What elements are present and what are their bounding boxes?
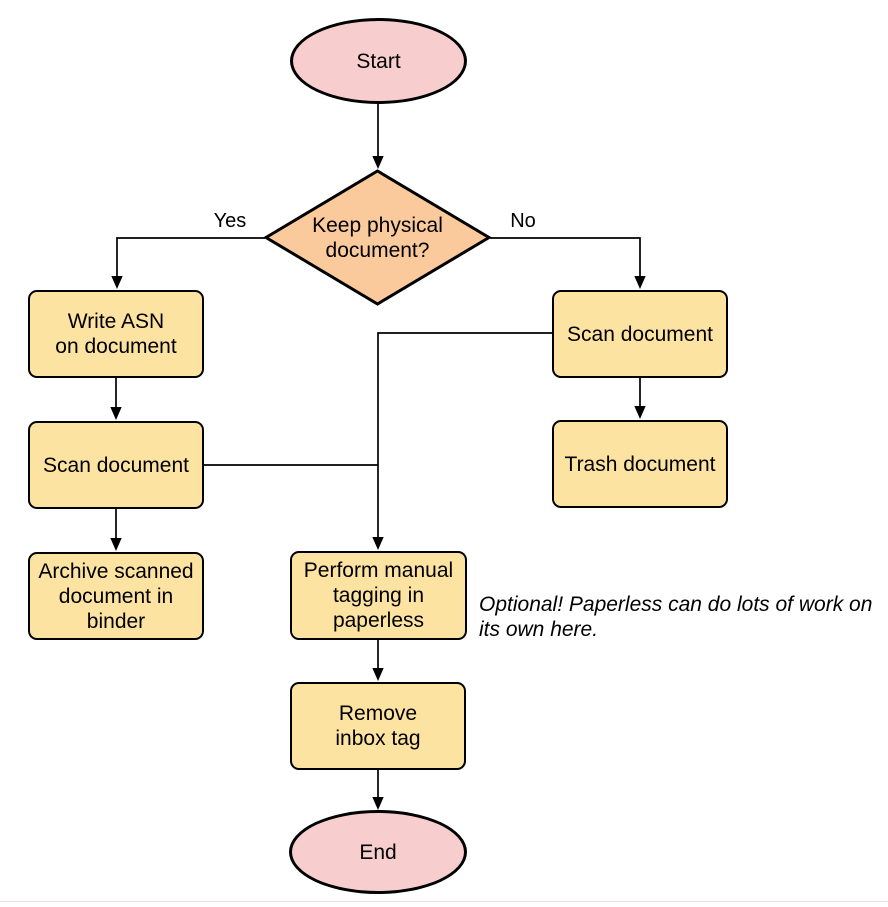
process-archive-scanned-document: Archive scanned document in binder [28,552,204,640]
write-asn-label: Write ASN on document [55,310,177,358]
end-label: End [359,840,397,864]
trash-label: Trash document [564,452,716,476]
start-node: Start [290,18,467,104]
remove-inbox-label: Remove inbox tag [335,702,421,750]
decision-keep-physical-document: Keep physical document? [263,168,492,307]
edge-tagging-to-remove-inbox [372,640,384,681]
tagging-label: Perform manual tagging in paperless [303,559,454,632]
edge-scan-right-to-trash [634,378,646,419]
edge-label-no: No [510,210,536,232]
bottom-rule [0,901,888,902]
diamond-shape [263,169,492,306]
arrowhead [372,797,384,810]
annotation-optional-note: Optional! Paperless can do lots of work … [479,593,873,641]
arrowhead [372,668,384,681]
edge-decision-yes-to-write-asn [111,237,265,289]
process-remove-inbox-tag: Remove inbox tag [290,682,466,770]
edge-scan-left-to-archive [110,509,122,551]
edge-scan-right-to-tagging [372,332,552,550]
process-trash-document: Trash document [552,420,728,508]
process-write-asn: Write ASN on document [28,290,204,378]
edge-start-to-decision [372,104,384,169]
process-scan-document-left: Scan document [28,421,204,509]
archive-label: Archive scanned document in binder [38,559,194,633]
arrowhead [372,537,384,550]
end-node: End [289,810,467,894]
arrowhead [634,276,646,289]
scan-left-label: Scan document [43,453,189,477]
arrowhead [372,156,384,169]
start-label: Start [356,49,401,73]
arrowhead [111,276,123,289]
edge-decision-no-to-scan-right [490,237,646,289]
edge-label-yes: Yes [213,210,247,232]
arrowhead [110,407,122,420]
arrowhead [110,538,122,551]
process-manual-tagging: Perform manual tagging in paperless [290,551,467,640]
edge-write-asn-to-scan-left [110,378,122,420]
arrowhead [634,406,646,419]
decision-label: Keep physical document? [312,213,443,262]
process-scan-document-right: Scan document [552,290,728,378]
scan-right-label: Scan document [567,322,713,346]
edge-remove-inbox-to-end [372,770,384,810]
